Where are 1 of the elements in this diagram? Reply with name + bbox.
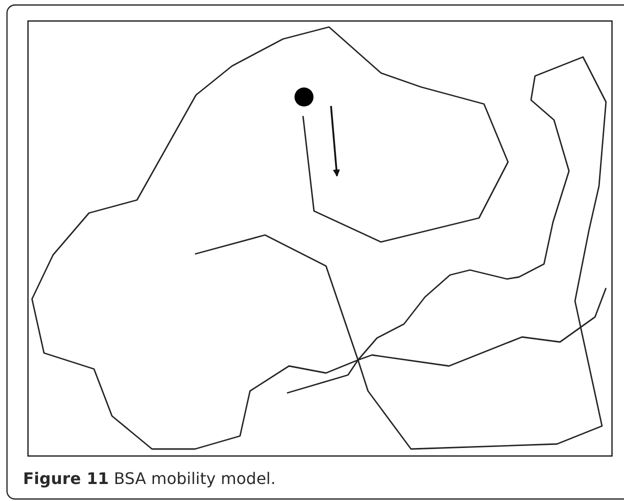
figure-caption: Figure 11 BSA mobility model. xyxy=(23,469,276,488)
